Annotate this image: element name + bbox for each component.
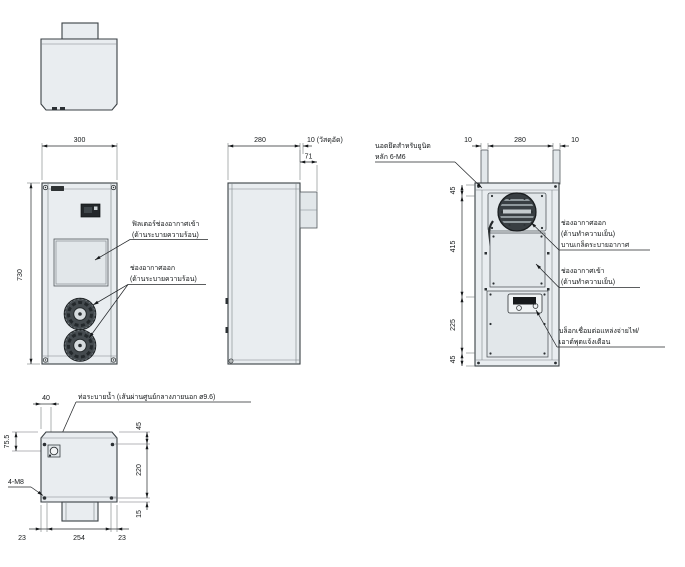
mounting-hole-m8 [109, 496, 114, 500]
side-tab [225, 327, 229, 333]
front-outlet-label-line1: ช่องอากาศออก [130, 265, 175, 272]
drain-pipe [47, 444, 61, 458]
bottom-body [40, 431, 118, 503]
bottom-left-dim: 23 [18, 535, 26, 542]
power-block-leader [535, 309, 558, 348]
front-view: 300 730 [17, 137, 208, 365]
m8-screw-label: 4-M8 [8, 479, 24, 486]
top-view [40, 22, 118, 111]
filter-inlet-label-line1: ฟิลเตอร์ช่องอากาศเข้า [132, 220, 199, 228]
exhaust-fan-grille [63, 297, 97, 331]
drain-x-dim: 40 [42, 395, 50, 402]
m8-leader [30, 486, 44, 496]
filter-panel [53, 238, 109, 287]
bottom-mid-dim: 254 [73, 535, 85, 542]
mounting-nut-leader [454, 161, 483, 189]
bottom-louver-protrusion [61, 501, 99, 522]
filter-inlet-label-line2: (ด้านระบายความร้อน) [132, 231, 199, 239]
terminal-block [507, 293, 543, 314]
front-outlet-label-line2: (ด้านระบายความร้อน) [130, 275, 197, 283]
top-view-foot [52, 107, 57, 110]
side-body [227, 182, 301, 365]
exhaust-fan-grille [63, 329, 97, 362]
bottom-right-mid-dim: 220 [136, 464, 143, 476]
mounting-nut-label-line2: หลัก 6-M6 [375, 153, 406, 161]
front-outlet-leader [92, 284, 129, 306]
top-view-body [40, 38, 118, 111]
display-panel [80, 203, 101, 218]
brand-logo [51, 186, 64, 191]
power-block-label-line1: บล็อกเชื่อมต่อแหล่งจ่ายไฟ/ [559, 326, 639, 335]
side-view: 280 10 (วัสดุอัด) 71 [225, 136, 343, 365]
rear-inlet-label-line2: (ด้านทำความเย็น) [561, 277, 615, 286]
bottom-view: 40 ท่อระบายน้ำ (เส้นผ่านศูนย์กลางภายนอก … [4, 390, 251, 542]
bottom-right-top-dim: 45 [136, 422, 143, 430]
mounting-hole-m8 [42, 496, 47, 500]
rear-width-dim: 280 [514, 137, 526, 144]
rear-outlet-label-line3: บานเกล็ดระบายอากาศ [561, 240, 630, 249]
side-packing-dim: 10 (วัสดุอัด) [307, 136, 343, 144]
circular-louver [497, 192, 537, 232]
filter-panel-inner [55, 240, 107, 285]
front-outlet-leader [88, 284, 129, 339]
rear-dim-upper: 415 [450, 241, 457, 253]
rear-outlet-leader [530, 222, 560, 251]
mounting-hole-m8 [110, 442, 115, 447]
side-tab [225, 298, 229, 304]
side-louver-dim: 71 [305, 154, 313, 161]
rear-outlet-label-line2: (ด้านทำความเย็น) [561, 229, 615, 238]
power-block-label-line2: เอาต์พุตแจ้งเตือน [559, 338, 611, 346]
rear-inlet-label-line1: ช่องอากาศเข้า [561, 267, 605, 275]
rear-inlet-leader [535, 263, 560, 288]
front-height-dim: 730 [17, 269, 24, 281]
front-width-dim: 300 [74, 137, 86, 144]
drain-pipe-label: ท่อระบายน้ำ (เส้นผ่านศูนย์กลางภายนอก ø9.… [78, 390, 215, 401]
rear-outlet-label-line1: ช่องอากาศออก [561, 220, 606, 227]
mounting-hole-m8 [42, 442, 47, 447]
rear-dim-lower: 225 [450, 319, 457, 331]
rear-dim-bottom: 45 [450, 356, 457, 364]
rear-view: 10 280 10 [375, 137, 665, 367]
side-depth-dim: 280 [254, 137, 266, 144]
mounting-bracket-left [480, 149, 489, 185]
mounting-nut-label-line1: นอตยึดสำหรับยูนิต [375, 142, 431, 150]
top-view-louver-protrusion [61, 22, 99, 40]
rear-left-offset-dim: 10 [464, 137, 472, 144]
rear-dim-top: 45 [450, 187, 457, 195]
bottom-right-dim: 23 [118, 535, 126, 542]
mounting-bracket-right [552, 149, 561, 185]
bottom-right-bottom-dim: 15 [136, 510, 143, 518]
top-view-foot [60, 107, 65, 110]
rear-right-offset-dim: 10 [571, 137, 579, 144]
rear-inlet-panel [489, 232, 546, 288]
drain-y-dim: 75.5 [4, 435, 11, 449]
louver-lever [488, 220, 494, 247]
filter-leader [94, 239, 131, 261]
